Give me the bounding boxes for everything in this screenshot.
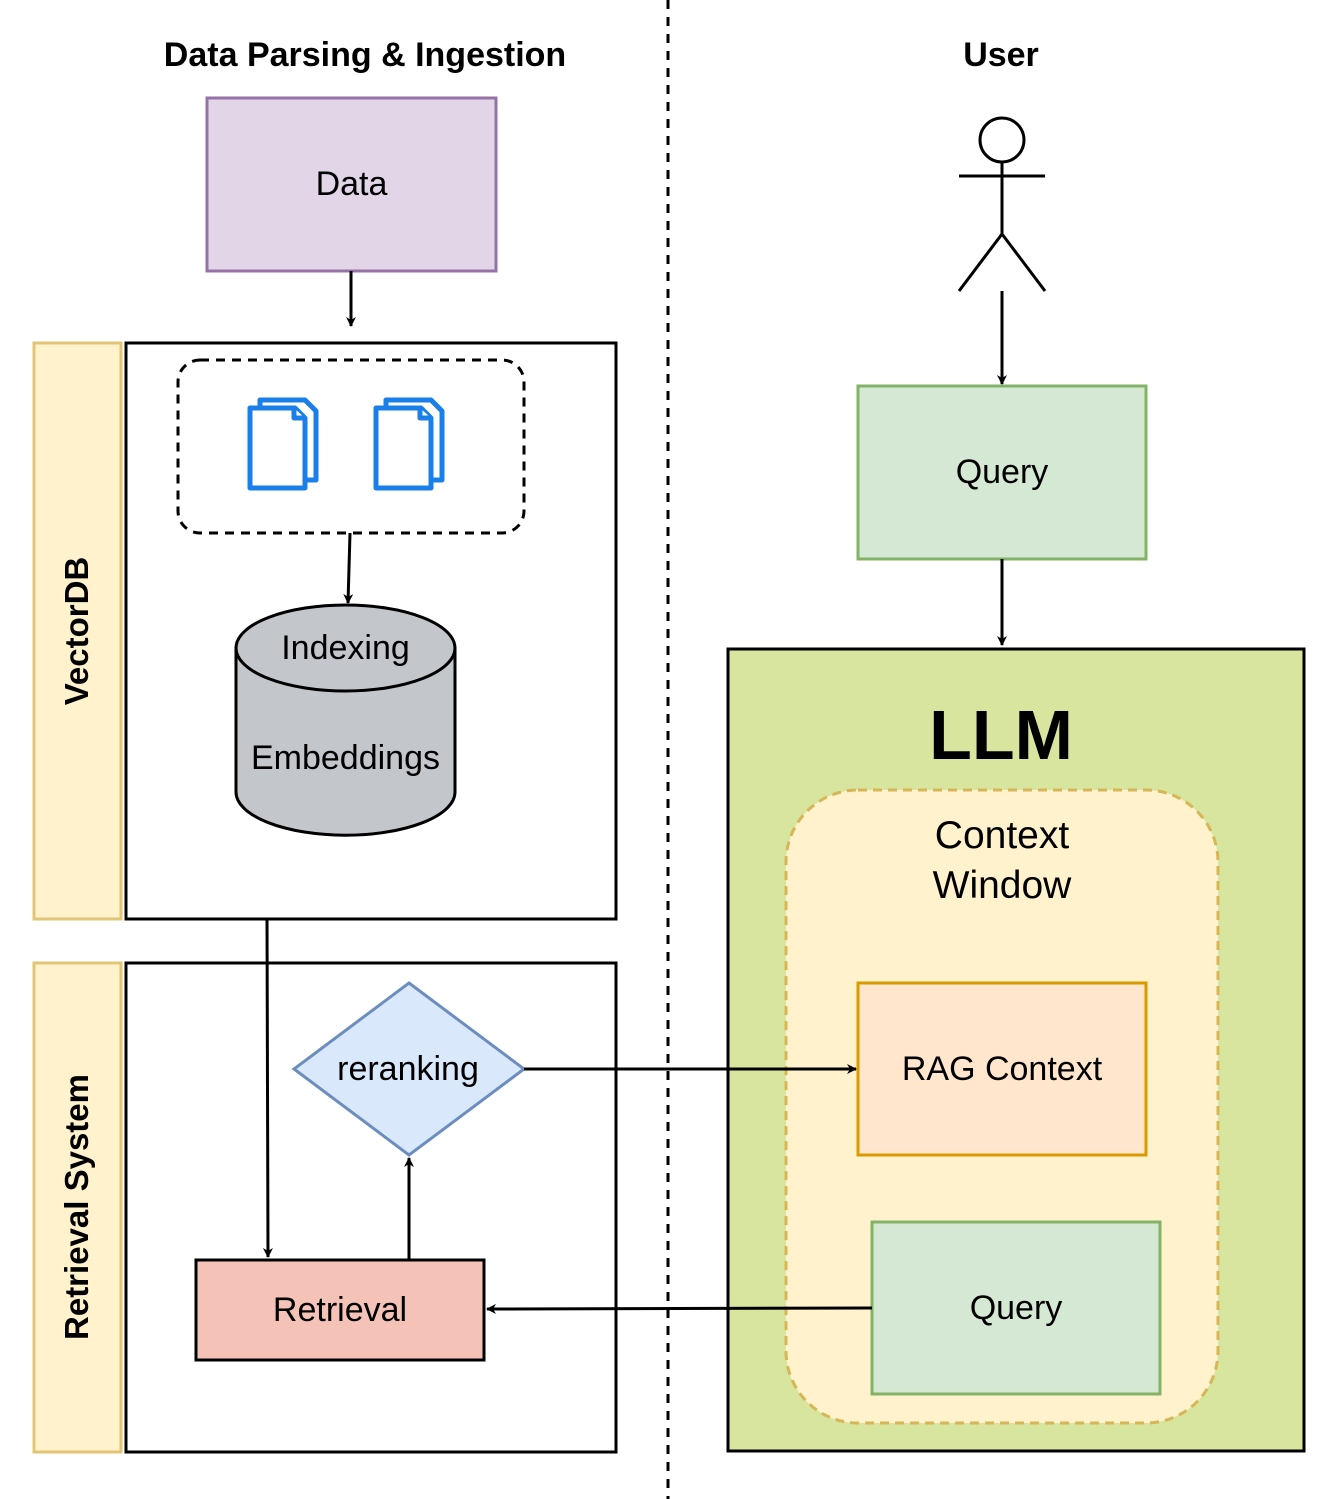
left-column-header: Data Parsing & Ingestion xyxy=(163,35,567,74)
indexing-embeddings-cylinder[interactable] xyxy=(234,603,457,837)
vectordb-section-label-box xyxy=(32,341,123,921)
retrieval-system-section-label-box xyxy=(32,961,123,1454)
context-query-label: Query xyxy=(969,1288,1063,1327)
reranking-node[interactable] xyxy=(291,981,527,1157)
edge-context-query-to-retrieval xyxy=(486,1303,873,1314)
document-group[interactable] xyxy=(176,358,526,535)
retrieval-system-section-label: Retrieval System xyxy=(58,1074,95,1340)
context-window-label: Context Window xyxy=(932,814,1072,907)
edge-documents-to-indexing xyxy=(343,532,354,604)
embeddings-label: Embeddings xyxy=(250,738,440,777)
data-label: Data xyxy=(315,165,388,203)
llm-title: LLM xyxy=(929,696,1073,774)
retrieval-label: Retrieval xyxy=(272,1290,408,1329)
right-column-header: User xyxy=(963,35,1039,74)
rag-context-node[interactable] xyxy=(856,981,1148,1157)
documents-icon xyxy=(373,397,445,491)
vectordb-section-label: VectorDB xyxy=(58,556,95,706)
retrieval-node[interactable] xyxy=(194,1258,486,1362)
edge-vectordb-to-retrieval xyxy=(262,918,273,1258)
user-query-node[interactable] xyxy=(856,384,1148,561)
rag-context-label: RAG Context xyxy=(901,1049,1103,1088)
indexing-label: Indexing xyxy=(281,628,410,667)
data-node[interactable] xyxy=(205,96,498,273)
context-query-node[interactable] xyxy=(870,1220,1162,1396)
reranking-label: reranking xyxy=(337,1049,479,1088)
user-query-label: Query xyxy=(955,453,1049,491)
user-actor-icon xyxy=(957,116,1047,292)
documents-icon xyxy=(247,397,319,491)
